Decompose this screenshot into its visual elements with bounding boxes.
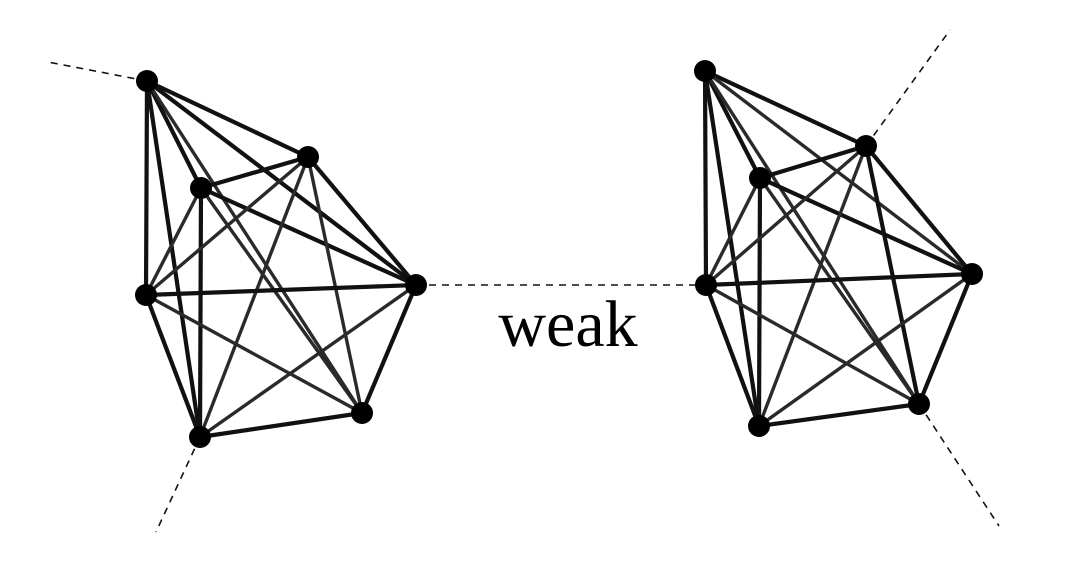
right-bottom-external-edge [918,403,1000,527]
edge [757,143,869,181]
edge [916,271,975,407]
edge [198,185,419,288]
edge [305,154,419,288]
edge [198,155,310,439]
edge [757,175,975,277]
edge [145,79,364,415]
edge [144,78,204,191]
edge [306,155,364,415]
node [135,284,157,306]
edge [704,144,868,287]
edge [144,293,364,415]
edge [756,401,922,429]
edge [703,69,974,276]
edge [756,175,763,429]
edge [198,154,311,191]
edge [703,69,921,406]
node [748,415,770,437]
right-cluster-edges [702,68,975,429]
node [136,70,158,92]
node [405,274,427,296]
edge [143,282,419,298]
edge [702,68,869,149]
edge [143,78,150,298]
node [190,177,212,199]
node [908,393,930,415]
left-bottom-external-edge [155,436,201,533]
node [961,263,983,285]
edge [702,68,763,181]
left-cluster-edges [143,78,419,440]
edge [704,283,921,406]
node [695,274,717,296]
edge [144,186,203,297]
edge [757,144,868,428]
edge [703,271,975,288]
left-cluster-nodes [135,70,427,448]
edge [197,185,204,440]
node [351,402,373,424]
edge [702,68,762,429]
node [694,60,716,82]
edge [143,292,203,440]
edge [757,272,974,428]
edge [144,78,419,288]
node [855,135,877,157]
edge [144,78,203,440]
edge [704,176,762,287]
edge [197,410,365,440]
node [297,146,319,168]
edge [198,283,418,439]
edge [702,68,709,288]
edge [359,282,419,416]
edge [863,143,975,277]
edge [144,155,310,297]
node [749,167,771,189]
left-top-external-edge [47,61,148,82]
edge [863,143,922,407]
right-cluster [694,60,983,437]
right-cluster-nodes [694,60,983,437]
weak-connection-label: weak [498,288,637,361]
external-weak-edges [47,29,1000,533]
left-cluster [135,70,427,448]
right-top-external-edge [865,29,951,147]
edge [703,282,762,429]
edge [144,78,311,160]
node [189,426,211,448]
